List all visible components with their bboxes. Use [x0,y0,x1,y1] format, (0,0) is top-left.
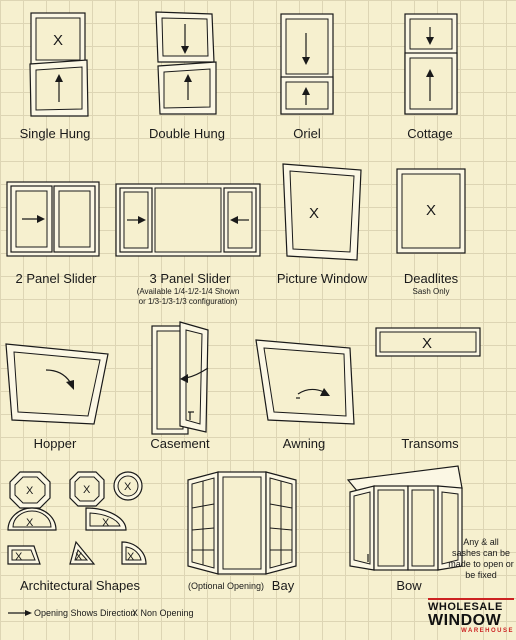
double-hung-label: Double Hung [149,126,225,141]
legend-non-opening: X Non Opening [132,608,194,618]
cottage-window [404,13,458,115]
picture-window-label: Picture Window [276,271,368,286]
legend-arrow-icon [8,610,32,616]
two-panel-slider-window [6,181,100,257]
logo-line-1: WHOLESALE [428,601,503,613]
deadlites-window: X [396,168,466,254]
bow-label: Bow [396,578,422,593]
transom-window: X [375,327,481,357]
bow-window [346,465,463,571]
hopper-window [5,343,109,425]
hopper-label: Hopper [33,436,77,451]
x-mark: X [26,517,34,529]
casement-window [151,321,209,435]
x-mark: X [53,32,63,49]
logo-line-2: WINDOW [428,612,502,629]
legend-direction: Opening Shows Direction [34,608,136,618]
x-mark: X [75,551,83,563]
x-mark: X [26,485,34,497]
two-panel-slider-label: 2 Panel Slider [15,271,97,286]
picture-window: X [282,163,362,261]
awning-window [255,339,355,425]
single-hung-window: X [29,12,89,117]
x-mark: X [309,205,319,222]
deadlites-label: Deadlites [403,271,459,286]
three-panel-slider-window [115,183,261,257]
logo-line-3: WAREHOUSE [461,628,514,634]
x-mark: X [426,202,436,219]
single-hung-label: Single Hung [19,126,91,141]
three-panel-slider-note-1: (Available 1/4-1/2-1/4 Shown [136,287,240,296]
x-mark: X [102,517,110,529]
awning-label: Awning [282,436,326,451]
bay-window [187,471,297,575]
three-panel-slider-label: 3 Panel Slider [149,271,231,286]
bow-note-3: made to open or [448,559,514,569]
casement-label: Casement [150,436,210,451]
transoms-label: Transoms [401,436,459,451]
x-mark: X [124,481,132,493]
x-mark: X [127,551,135,563]
three-panel-slider-note-2: or 1/3-1/3-1/3 configuration) [138,297,238,306]
oriel-label: Oriel [293,126,321,141]
deadlites-note: Sash Only [412,287,450,296]
bow-note-1: Any & all [463,537,499,547]
bay-note: (Optional Opening) [187,581,265,591]
bay-label: Bay [271,578,295,593]
x-mark: X [83,484,91,496]
x-mark: X [422,335,432,352]
double-hung-window [155,11,217,115]
oriel-window [280,13,334,115]
architectural-shapes-label: Architectural Shapes [20,578,140,593]
x-mark: X [15,551,23,563]
bow-note-2: sashes can be [451,548,511,558]
bow-note-4: be fixed [465,570,497,580]
wholesale-window-warehouse-logo: WHOLESALE WINDOW WAREHOUSE [428,598,514,638]
cottage-label: Cottage [407,126,453,141]
architectural-shapes: X X X X X X X X [7,471,147,565]
